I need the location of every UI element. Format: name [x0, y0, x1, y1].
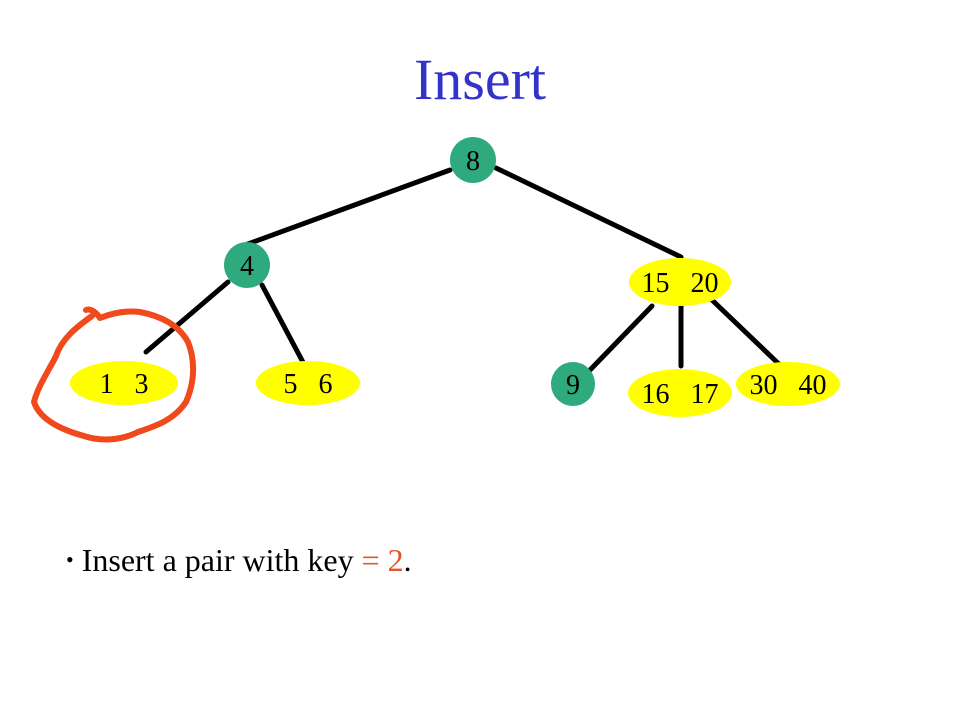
- leaf-1-3-label: 1 3: [100, 369, 149, 400]
- edge-15-20-to-9: [587, 303, 655, 373]
- bullet-instruction: • Insert a pair with key = 2.: [66, 538, 412, 582]
- node-root: 8: [450, 137, 496, 183]
- leaf-9-label: 9: [566, 370, 580, 401]
- node-left-internal-shape: [224, 242, 270, 288]
- node-left-internal-label: 4: [240, 251, 254, 282]
- edge-4-to-1-3: [143, 279, 231, 355]
- leaf-1-3: 1 3: [70, 361, 178, 405]
- tree-edges: [143, 165, 786, 373]
- edge-4-to-5-6: [259, 282, 308, 369]
- leaf-1-3-shape: [70, 361, 178, 405]
- leaf-30-40-shape: [736, 362, 840, 406]
- bullet-text-before: Insert a pair with key: [81, 542, 362, 578]
- leaf-30-40-label: 30 40: [750, 370, 827, 401]
- edge-root-to-15-20: [493, 165, 684, 260]
- node-root-shape: [450, 137, 496, 183]
- leaf-5-6-label: 5 6: [284, 369, 333, 400]
- leaf-5-6-shape: [256, 361, 360, 405]
- leaf-9-shape: [551, 362, 595, 406]
- node-right-internal-label: 15 20: [642, 268, 719, 299]
- leaf-30-40: 30 40: [736, 362, 840, 406]
- node-right-internal: 15 20: [629, 258, 731, 306]
- node-right-internal-shape: [629, 258, 731, 306]
- bullet-key-accent: = 2: [361, 542, 404, 578]
- leaf-9: 9: [551, 362, 595, 406]
- leaf-16-17: 16 17: [628, 369, 732, 417]
- node-left-internal: 4: [224, 242, 270, 288]
- edge-root-to-4: [234, 167, 453, 251]
- leaf-5-6: 5 6: [256, 361, 360, 405]
- highlight-circle-annotation: [31, 306, 196, 443]
- bullet-marker: •: [66, 547, 74, 572]
- node-root-label: 8: [466, 146, 480, 177]
- leaf-16-17-label: 16 17: [642, 379, 719, 410]
- slide-title: Insert: [413, 47, 547, 112]
- leaf-16-17-shape: [628, 369, 732, 417]
- edge-15-20-to-30-40: [709, 297, 786, 371]
- bullet-text-after: .: [403, 542, 412, 578]
